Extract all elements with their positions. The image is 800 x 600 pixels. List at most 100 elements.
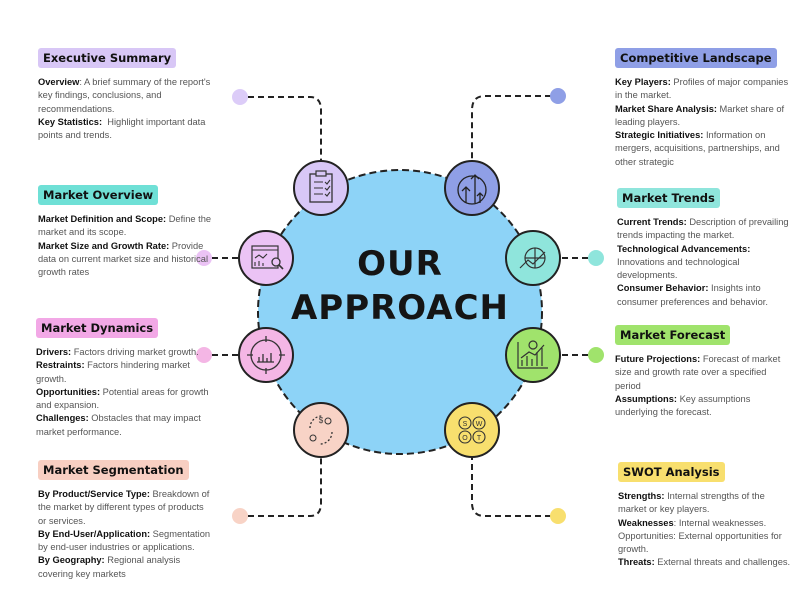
item-text: Description of prevailing trends impacti… [617, 217, 789, 241]
section-item: Assumptions: Key assumptions underlying … [615, 393, 790, 420]
item-key: Technological Advancements: [617, 243, 751, 254]
item-key: Opportunities: [36, 386, 101, 397]
section-label: SWOT Analysis [618, 462, 725, 482]
item-key: Current Trends: [617, 217, 687, 227]
section-item: Weaknesses: Internal weaknesses. Opportu… [618, 517, 793, 557]
svg-text:$: $ [319, 416, 324, 425]
section-item: Market Share Analysis: Market share of l… [615, 103, 790, 130]
globe-trend-icon [505, 230, 561, 286]
title-line-2: APPROACH [290, 288, 510, 328]
item-text: External threats and challenges. [654, 557, 791, 568]
section-item: Overview: A brief summary of the report'… [38, 76, 213, 116]
item-text: Breakdown of the market by different typ… [38, 489, 210, 526]
people-exchange-icon: $ [293, 402, 349, 458]
item-text: Innovations and technological developmen… [617, 256, 740, 281]
section-item: Drivers: Factors driving market growth. [36, 346, 211, 359]
item-text: : A brief summary of the report's key fi… [38, 77, 211, 114]
section-item: Key Statistics: Highlight important data… [38, 116, 213, 143]
item-key: Market Size and Growth Rate: [38, 240, 170, 251]
item-text: Information on mergers, acquisitions, pa… [615, 130, 780, 167]
swot-letter-s: S [463, 421, 468, 428]
section-item: Market Definition and Scope: Define the … [38, 213, 213, 240]
item-key: Future Projections: [615, 354, 701, 364]
section-item: Strengths: Internal strengths of the mar… [618, 490, 793, 517]
center-circle [257, 169, 543, 455]
growth-arrows-icon [444, 160, 500, 216]
section-label: Market Dynamics [36, 318, 159, 338]
clipboard-checklist-icon [293, 160, 349, 216]
item-text: Provide data on current market size and … [38, 240, 209, 278]
item-key: Market Definition and Scope: [38, 214, 167, 224]
item-text: Highlight important data points and tren… [38, 116, 206, 141]
item-key: By End-User/Application: [38, 528, 151, 539]
swot-letter-w: W [476, 421, 483, 428]
swot-grid-icon: S W O T [444, 402, 500, 458]
chart-magnifier-icon [238, 230, 294, 286]
section-label: Market Overview [38, 185, 159, 205]
section-label: Market Trends [617, 188, 720, 208]
item-key: Strategic Initiatives: [615, 130, 704, 141]
item-key: Consumer Behavior: [617, 283, 709, 294]
item-key: Weaknesses [618, 517, 674, 528]
item-text: Factors driving market growth. [71, 347, 199, 357]
section-item: By End-User/Application: Segmentation by… [38, 528, 213, 555]
item-key: By Geography: [38, 555, 105, 566]
item-text: Factors hindering market growth. [36, 360, 190, 384]
swot-letter-o: O [462, 435, 468, 442]
item-text: Profiles of major companies in the marke… [615, 77, 789, 101]
item-text: Market share of leading players. [615, 103, 785, 127]
section-item: Strategic Initiatives: Information on me… [615, 129, 790, 169]
item-key: By Product/Service Type: [38, 489, 150, 499]
section-item: Technological Advancements: Innovations … [617, 243, 792, 283]
item-key: Strengths: [618, 491, 665, 501]
item-key: Key Players: [615, 77, 671, 87]
section-market-segmentation: Market Segmentation By Product/Service Ty… [38, 460, 213, 581]
title-line-1: OUR [357, 244, 443, 284]
item-key: Threats: [618, 557, 655, 568]
section-item: By Geography: Regional analysis covering… [38, 554, 213, 581]
item-text: Key assumptions underlying the forecast. [615, 393, 751, 418]
item-key: Restraints: [36, 360, 85, 371]
section-label: Market Forecast [615, 325, 731, 345]
section-item: Market Size and Growth Rate: Provide dat… [38, 240, 213, 280]
item-text: Forecast of market size and growth rate … [615, 354, 781, 391]
section-item: Challenges: Obstacles that may impact ma… [36, 412, 211, 439]
item-text: Insights into consumer preferences and b… [617, 283, 768, 307]
forecast-chart-icon [505, 327, 561, 383]
swot-letter-t: T [477, 435, 482, 442]
item-key: Challenges: [36, 413, 89, 424]
section-label: Competitive Landscape [615, 48, 777, 68]
section-label: Market Segmentation [38, 460, 189, 480]
item-text: Obstacles that may impact market perform… [36, 413, 201, 437]
item-key: Overview [38, 77, 80, 87]
item-text: : Internal weaknesses. Opportunities: Ex… [618, 517, 782, 555]
item-text: Regional analysis covering key markets [38, 555, 181, 579]
item-key: Market Share Analysis: [615, 103, 717, 114]
item-text: Define the market and its scope. [38, 214, 212, 238]
section-item: Consumer Behavior: Insights into consume… [617, 282, 792, 309]
connectors [212, 95, 588, 517]
section-item: Future Projections: Forecast of market s… [615, 353, 790, 393]
connector-dots [196, 88, 604, 524]
item-text: Segmentation by end-user industries or a… [38, 528, 211, 553]
item-key: Key Statistics: [38, 116, 103, 127]
section-item: Opportunities: Potential areas for growt… [36, 386, 211, 413]
section-item: Restraints: Factors hindering market gro… [36, 359, 211, 386]
item-key: Drivers: [36, 347, 72, 357]
section-label: Executive Summary [38, 48, 177, 68]
item-text: Internal strengths of the market or key … [618, 491, 765, 515]
section-item: Key Players: Profiles of major companies… [615, 76, 790, 103]
target-chart-icon [238, 327, 294, 383]
section-item: Current Trends: Description of prevailin… [617, 216, 792, 243]
section-item: By Product/Service Type: Breakdown of th… [38, 488, 213, 528]
section-item: Threats: External threats and challenges… [618, 556, 793, 569]
item-key: Assumptions: [615, 393, 677, 404]
item-text: Potential areas for growth and expansion… [36, 386, 209, 411]
